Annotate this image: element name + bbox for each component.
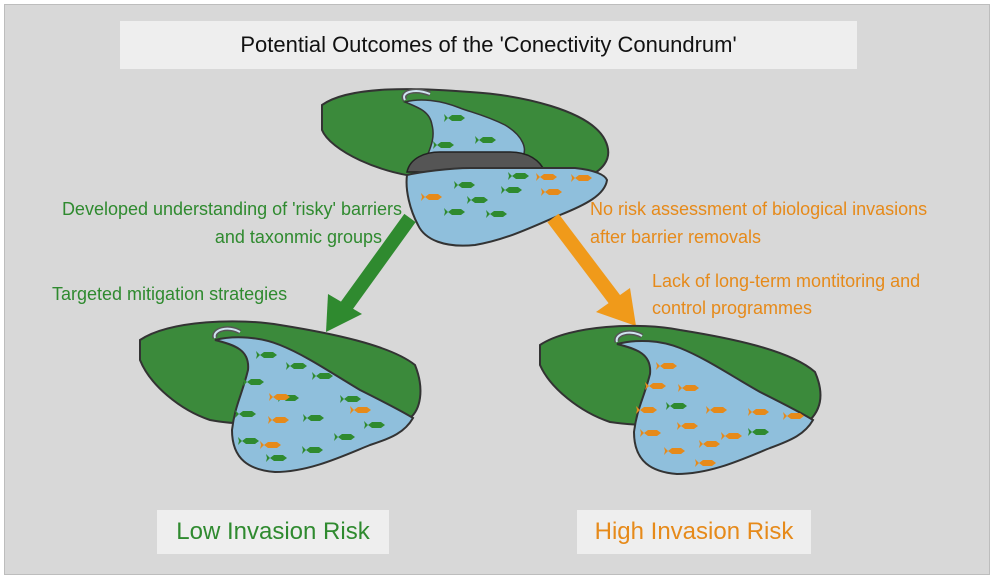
river-scene-with-barrier [321,88,610,247]
diagram-title: Potential Outcomes of the 'Conectivity C… [120,21,857,69]
left-branch-line-2: and taxonmic groups [214,227,382,247]
right-branch-line-3: Lack of long-term montitoring and [652,271,921,291]
river-scene-invasive-fish [539,324,822,476]
orange-arrow-icon [547,213,636,326]
right-branch-line-1: No risk assessment of biological invasio… [590,199,928,219]
high-invasion-risk-label: High Invasion Risk [577,510,811,554]
left-branch-line-3: Targeted mitigation strategies [52,284,288,304]
right-branch-line-2: after barrier removals [590,227,762,247]
green-arrow-icon [326,213,416,332]
right-branch-line-4: control programmes [652,298,813,318]
low-invasion-risk-label: Low Invasion Risk [157,510,389,554]
left-branch-line-1: Developed understanding of 'risky' barri… [61,199,402,219]
river-scene-native-fish [139,320,422,474]
